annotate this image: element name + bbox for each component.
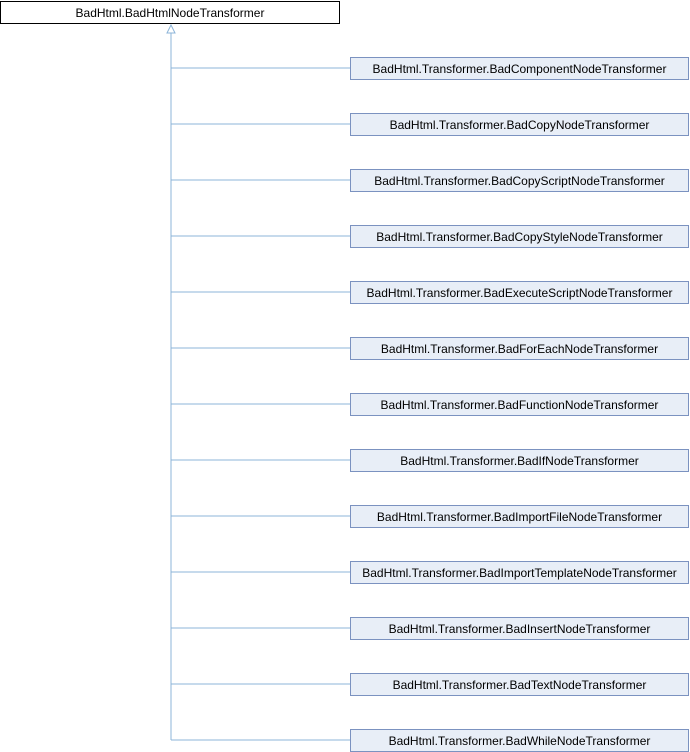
derived-class-node-if[interactable]: BadHtml.Transformer.BadIfNodeTransformer <box>350 449 689 472</box>
derived-class-node-insert[interactable]: BadHtml.Transformer.BadInsertNodeTransfo… <box>350 617 689 640</box>
derived-class-node-for-each[interactable]: BadHtml.Transformer.BadForEachNodeTransf… <box>350 337 689 360</box>
derived-class-node-execute-script[interactable]: BadHtml.Transformer.BadExecuteScriptNode… <box>350 281 689 304</box>
base-class-node[interactable]: BadHtml.BadHtmlNodeTransformer <box>0 1 340 24</box>
derived-class-node-import-file[interactable]: BadHtml.Transformer.BadImportFileNodeTra… <box>350 505 689 528</box>
derived-class-node-copy-script[interactable]: BadHtml.Transformer.BadCopyScriptNodeTra… <box>350 169 689 192</box>
derived-class-node-import-template[interactable]: BadHtml.Transformer.BadImportTemplateNod… <box>350 561 689 584</box>
derived-class-node-copy-style[interactable]: BadHtml.Transformer.BadCopyStyleNodeTran… <box>350 225 689 248</box>
inheritance-arrowhead <box>166 23 176 34</box>
derived-class-node-function[interactable]: BadHtml.Transformer.BadFunctionNodeTrans… <box>350 393 689 416</box>
derived-class-node-copy[interactable]: BadHtml.Transformer.BadCopyNodeTransform… <box>350 113 689 136</box>
derived-class-node-while[interactable]: BadHtml.Transformer.BadWhileNodeTransfor… <box>350 729 689 752</box>
derived-class-node-component[interactable]: BadHtml.Transformer.BadComponentNodeTran… <box>350 57 689 80</box>
derived-class-node-text[interactable]: BadHtml.Transformer.BadTextNodeTransform… <box>350 673 689 696</box>
